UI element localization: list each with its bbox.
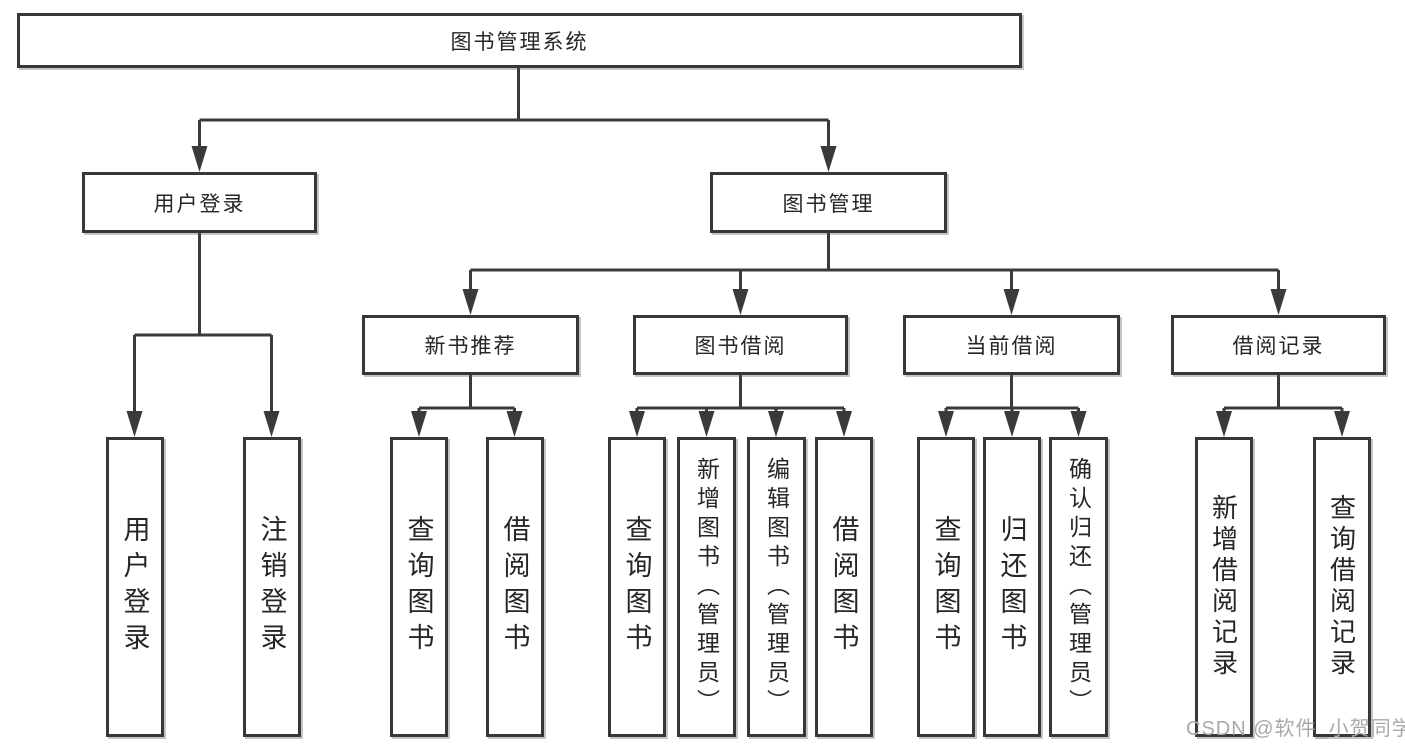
node-leaf-user-login: 用户登录 [106,437,164,737]
connector-root-to-level2 [198,68,830,148]
connector-userlogin-to-children [133,233,273,413]
arrowhead-icon [1070,411,1087,437]
arrowhead-icon [191,146,208,172]
node-leaf-add-borrow-record: 新增借阅记录 [1195,437,1253,737]
node-leaf-query-borrow-record: 查询借阅记录 [1313,437,1371,737]
watermark: CSDN @软件_小贺同学 [1186,718,1405,740]
node-user-login: 用户登录 [82,172,317,233]
arrowhead-icon [411,411,427,437]
node-leaf-add-books-admin: 新增图书（管理员） [677,437,736,737]
arrowhead-icon [126,411,143,437]
node-leaf-borrow-books-1: 借阅图书 [486,437,544,737]
node-leaf-query-books-2: 查询图书 [608,437,666,737]
arrowhead-icon [1003,289,1020,315]
node-leaf-query-books-1: 查询图书 [390,437,448,737]
arrowhead-icon [1334,411,1350,437]
node-leaf-confirm-return-admin: 确认归还（管理员） [1049,437,1108,737]
node-current-borrow: 当前借阅 [903,315,1120,375]
node-leaf-edit-books-admin: 编辑图书（管理员） [747,437,806,737]
node-leaf-borrow-books-2: 借阅图书 [815,437,873,737]
node-new-book-recommend: 新书推荐 [362,315,579,375]
connector-currentborrow-to-children [944,375,1080,413]
node-book-management: 图书管理 [710,172,947,233]
connector-bookmgmt-to-level3 [469,233,1280,291]
node-book-borrow: 图书借阅 [633,315,848,375]
connector-newbookrec-to-children [417,375,516,413]
arrowhead-icon [1270,289,1287,315]
node-leaf-logout: 注销登录 [243,437,301,737]
node-borrow-records: 借阅记录 [1171,315,1386,375]
node-root: 图书管理系统 [17,13,1022,68]
arrowhead-icon [820,146,837,172]
arrowhead-icon [263,411,280,437]
node-leaf-query-books-3: 查询图书 [917,437,975,737]
arrowhead-icon [462,289,479,315]
arrowhead-icon [629,411,645,437]
arrowhead-icon [938,411,954,437]
arrowhead-icon [768,411,784,437]
connector-bookborrow-to-children [635,375,846,413]
arrowhead-icon [836,411,852,437]
arrowhead-icon [698,411,715,437]
arrowhead-icon [1216,411,1232,437]
arrowhead-icon [732,289,749,315]
node-leaf-return-books: 归还图书 [983,437,1041,737]
arrowhead-icon [506,411,523,437]
arrowhead-icon [1004,411,1020,437]
connector-borrowrecords-to-children [1222,375,1344,413]
arrowheads [126,146,1350,437]
